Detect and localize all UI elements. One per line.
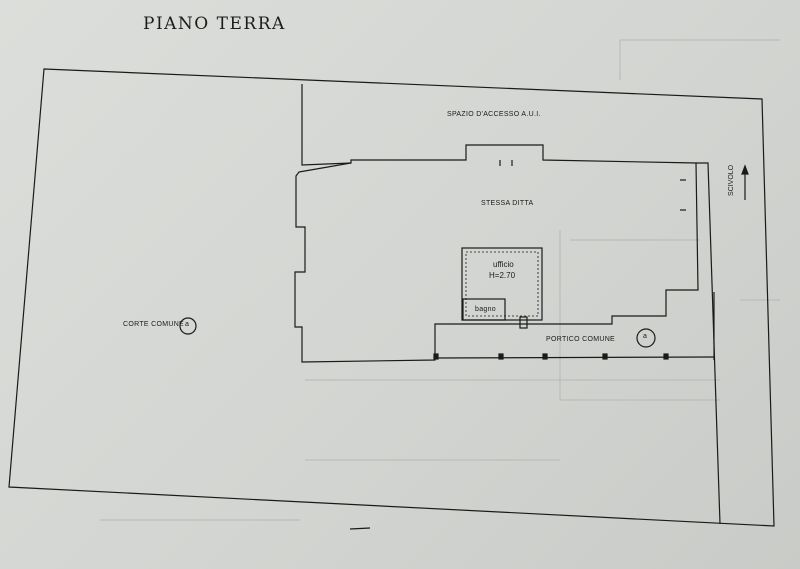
portico-column: [433, 353, 439, 360]
small-fixture: [519, 316, 528, 329]
portico-column: [542, 353, 548, 360]
spazio-accesso-label: SPAZIO D'ACCESSO A.U.I.: [447, 111, 541, 118]
portico-column: [602, 353, 608, 360]
scivolo-label: SCIVOLO: [728, 164, 735, 196]
ufficio-inner: [465, 251, 539, 317]
page-title: PIANO TERRA: [143, 14, 286, 34]
plan-lines: [8, 68, 775, 530]
scivolo-wall: [696, 162, 721, 525]
corte-symbol-circle: [179, 317, 197, 335]
ufficio-height-label: H=2.70: [489, 271, 516, 280]
portico-symbol-text: a: [643, 333, 648, 340]
scivolo-arrow-head: [741, 164, 749, 175]
access-space-wall: [301, 84, 352, 166]
bottom-mark: [349, 527, 371, 530]
bagno-outline: [462, 298, 506, 321]
stessa-ditta-label: STESSA DITTA: [481, 200, 534, 207]
portico-column: [663, 353, 669, 360]
portico-symbol-circle: [636, 328, 656, 348]
portico-back-line: [434, 356, 715, 359]
portico-comune-label: PORTICO COMUNE: [546, 336, 616, 343]
portico-column: [498, 353, 504, 360]
show-through-lines: [100, 39, 780, 521]
ufficio-label: ufficio: [493, 260, 514, 269]
ufficio-outline: [461, 247, 543, 321]
lot-boundary: [8, 68, 775, 527]
bagno-label: bagno: [475, 306, 496, 313]
building-outline: [294, 144, 699, 363]
corte-comune-label: CORTE COMUNE: [123, 321, 185, 328]
corte-symbol-text: a: [185, 321, 190, 328]
